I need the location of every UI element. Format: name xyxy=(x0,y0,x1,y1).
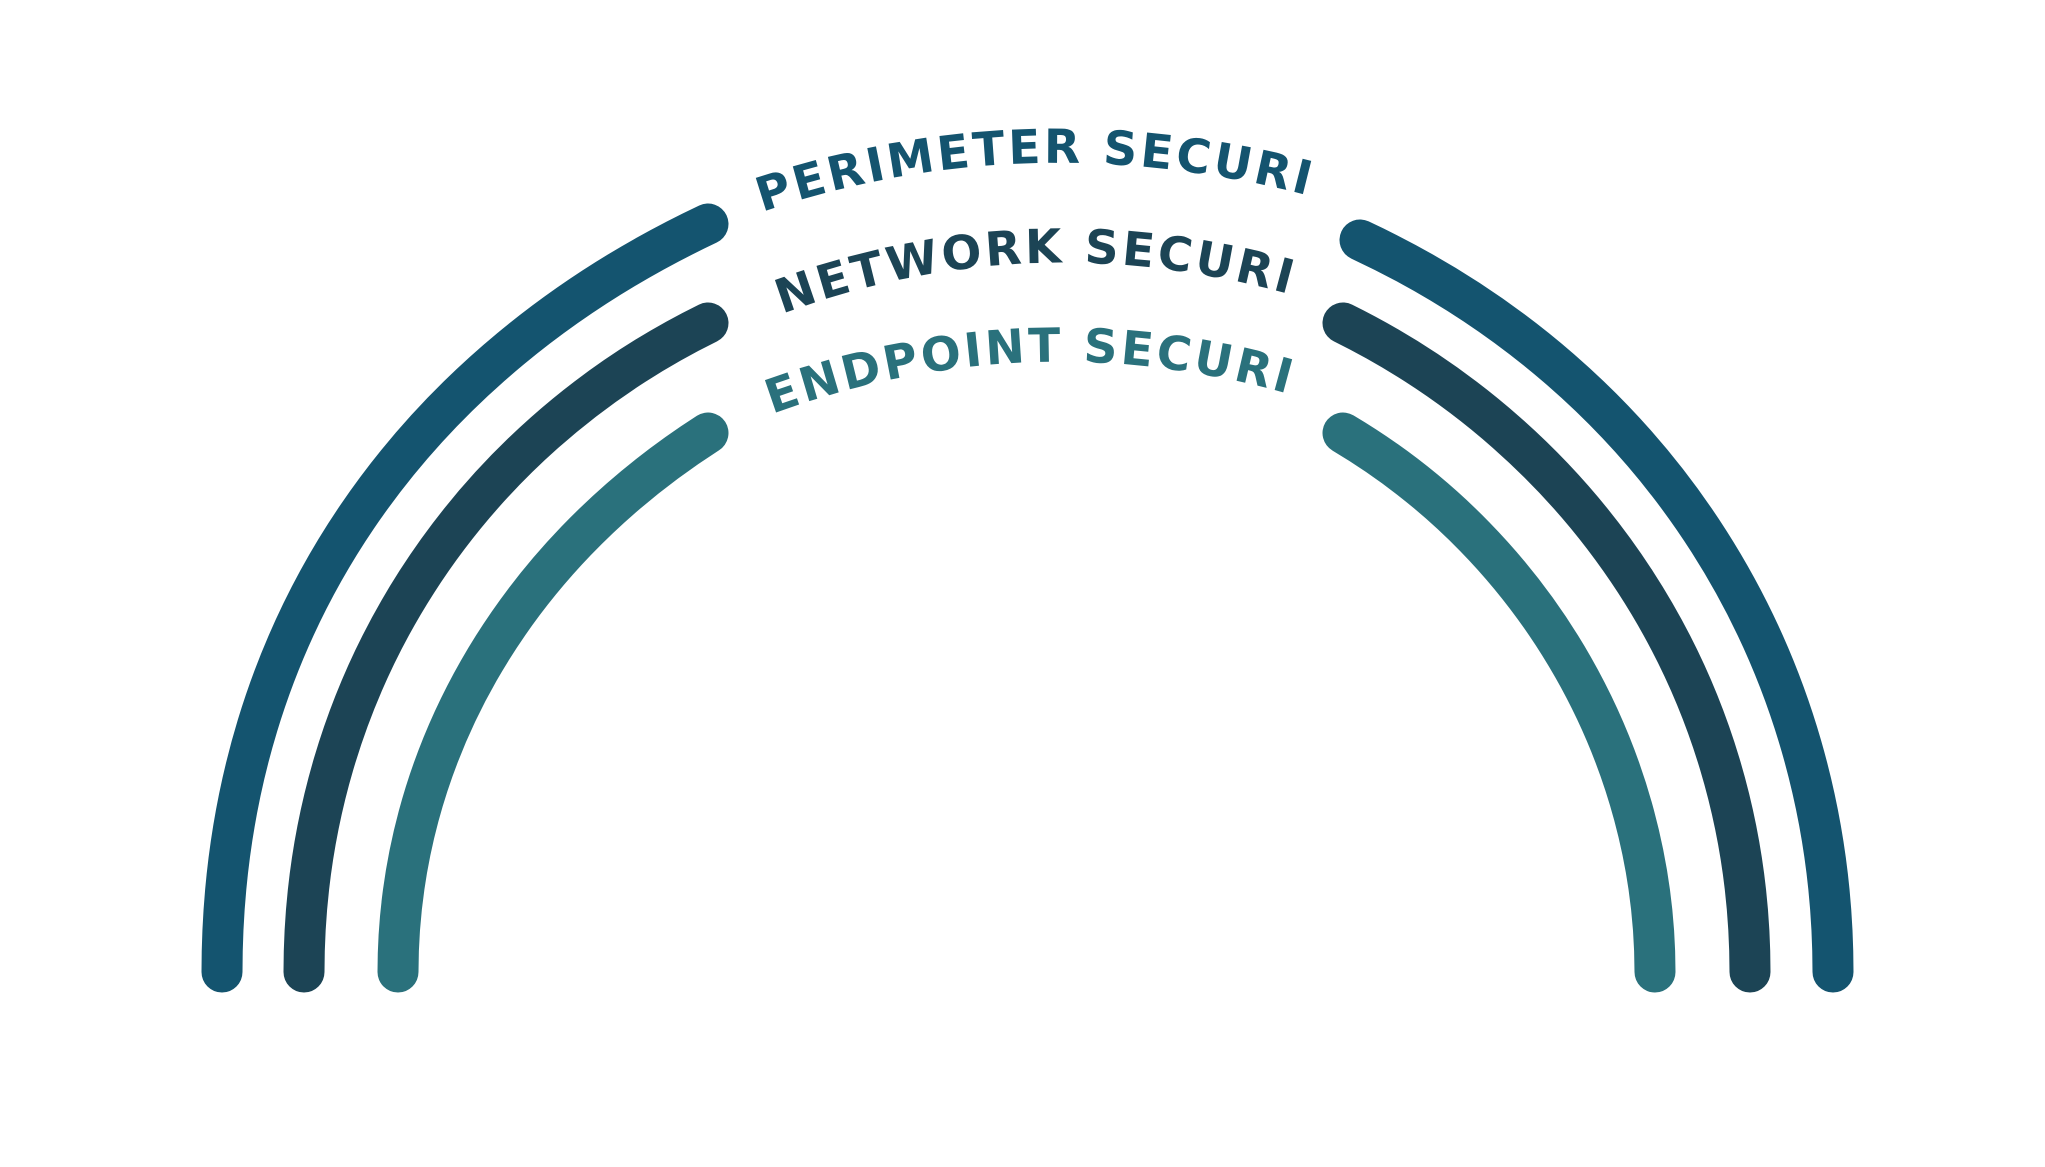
perimeter-arc-left xyxy=(201,203,729,993)
endpoint-arc-right xyxy=(1322,412,1676,993)
network-arc-left xyxy=(283,302,729,993)
endpoint-arc-left xyxy=(377,412,729,993)
network-arc-right xyxy=(1322,302,1771,993)
perimeter-security-label: PERIMETER SECURITY xyxy=(0,0,1320,223)
perimeter-arc-right xyxy=(1339,219,1854,993)
